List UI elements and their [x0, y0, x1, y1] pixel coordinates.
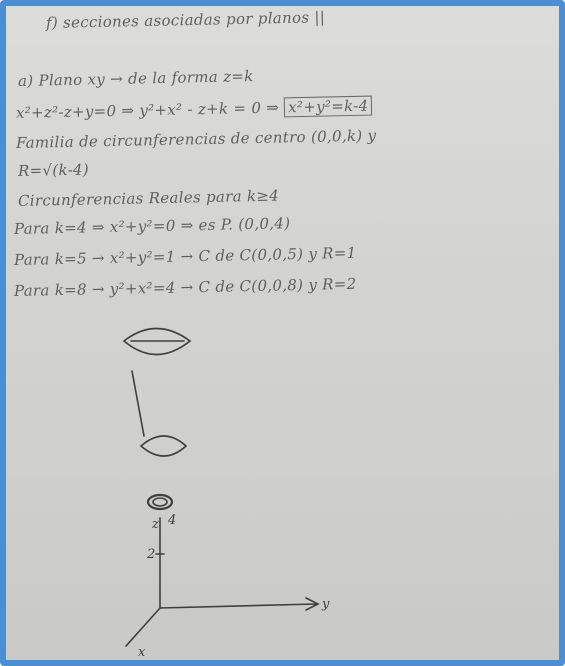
z-axis-label: z [151, 517, 159, 532]
level-label-2: 2 [146, 547, 155, 562]
notebook-page [6, 6, 559, 660]
large-circle-sketch [122, 327, 192, 356]
small-circle-sketch [146, 493, 174, 511]
x-axis-label: x [138, 645, 146, 660]
y-axis-line [159, 603, 317, 609]
level-label-4: 4 [167, 513, 176, 528]
x-axis-line [125, 607, 161, 647]
y-axis-label: y [321, 597, 330, 612]
sketch-drawing: z y x 2 4 [122, 327, 330, 660]
medium-circle-sketch [139, 435, 188, 457]
